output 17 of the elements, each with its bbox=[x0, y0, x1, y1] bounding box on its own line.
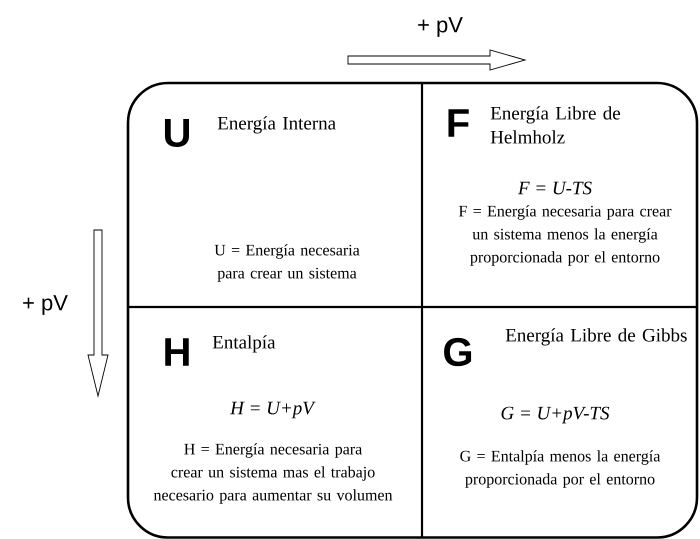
letter-symbol: H bbox=[165, 338, 189, 366]
axis-label: + pV bbox=[23, 295, 68, 315]
description: H = Energía necesaria para crear un sistema mas el trabajo necesario para aumentar su volumen bbox=[154, 443, 392, 504]
letter-symbol: U bbox=[164, 119, 189, 147]
axis-label: + pV bbox=[418, 17, 463, 37]
formula: H = U+pV bbox=[230, 402, 316, 418]
formula: F = U-TS bbox=[518, 182, 592, 194]
cell-title: Energía Libre de Helmholz bbox=[490, 106, 620, 144]
description: G = Entalpía menos la energía proporcionada por el entorno bbox=[460, 450, 660, 488]
cell-title: Entalpía bbox=[212, 335, 276, 352]
description: U = Energía necesaria para crear un sistema bbox=[214, 244, 360, 282]
letter-symbol: G bbox=[444, 338, 472, 366]
formula: G = U+pV-TS bbox=[502, 406, 610, 424]
cell-title: Energía Libre de Gibbs bbox=[506, 328, 687, 346]
cell-title: Energía Interna bbox=[218, 116, 336, 134]
letter-symbol: F bbox=[448, 109, 469, 137]
description: F = Energía necesaria para crear un sistema menos la energía proporcionada por el entorno bbox=[458, 205, 672, 266]
